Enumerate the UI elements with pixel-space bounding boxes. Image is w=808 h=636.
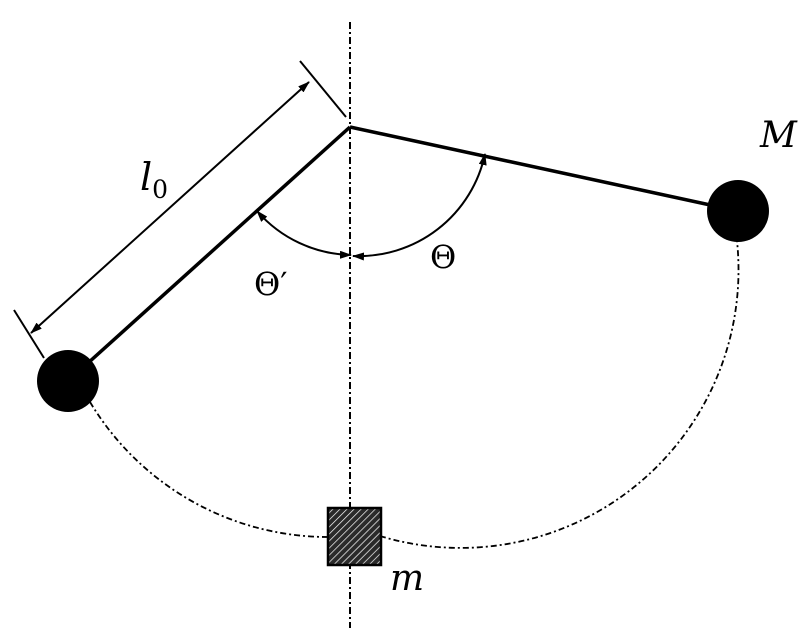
length-subscript: 0: [152, 175, 168, 204]
mass-label-M: M: [759, 115, 798, 156]
length-symbol: l: [140, 155, 152, 199]
string-left: [66, 125, 352, 383]
bob-large-M: [707, 180, 769, 242]
angle-label-theta-prime: Θ′: [254, 265, 288, 303]
length-extension-bottom: [13, 309, 45, 359]
length-label: l0: [140, 155, 168, 204]
angle-arc-theta-prime: [256, 210, 352, 259]
block-small-m: [326, 506, 383, 567]
angle-label-theta: Θ: [430, 238, 456, 276]
length-extension-top: [299, 60, 347, 118]
swing-path-right: [379, 240, 740, 549]
bob-left: [37, 350, 99, 412]
swing-path-left: [89, 401, 333, 538]
string-right: [349, 125, 739, 213]
angle-arc-theta: [352, 153, 487, 261]
mass-label-m: m: [390, 558, 424, 599]
length-dimension-arrow: [30, 81, 310, 334]
